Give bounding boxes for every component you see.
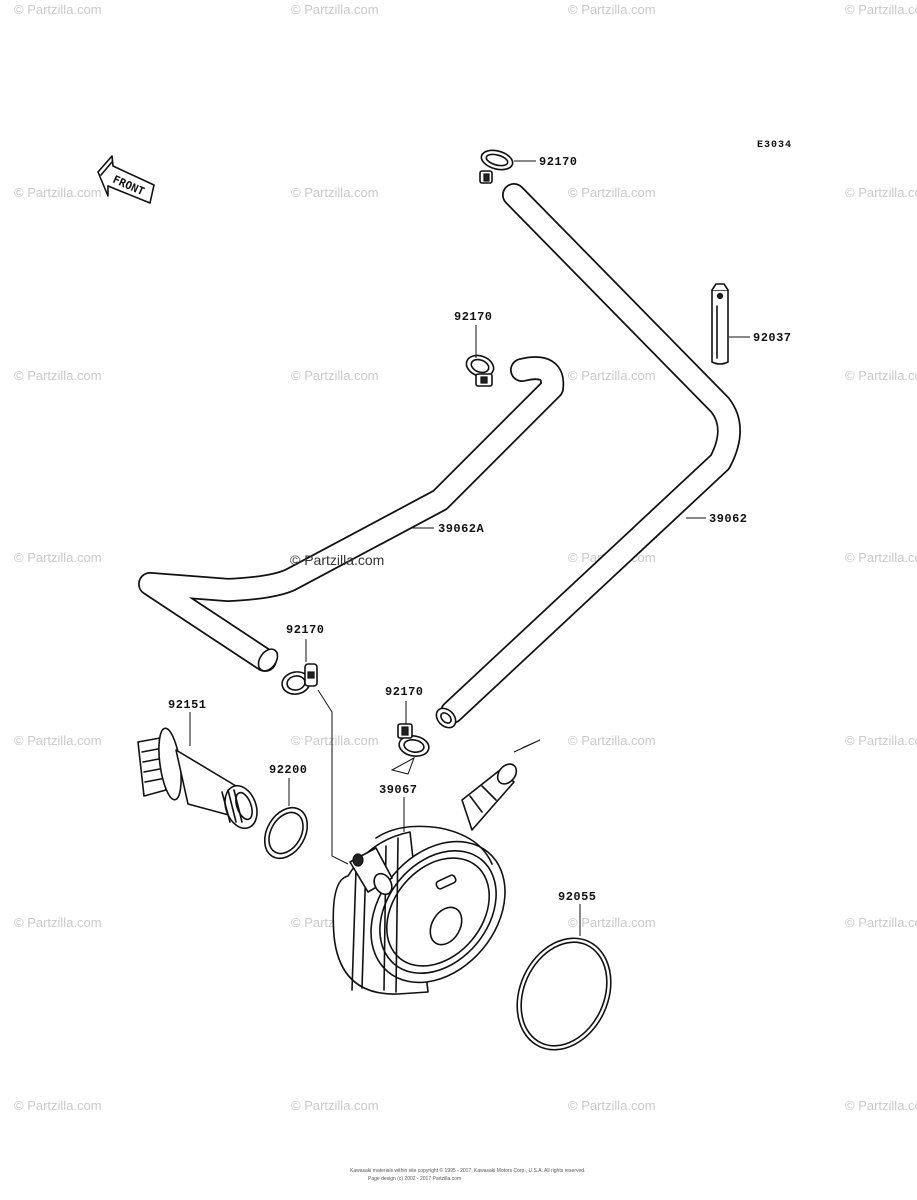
hose-39062a [138, 356, 565, 672]
watermark: © Partzilla.com [845, 2, 917, 17]
watermark: © Partzilla.com [14, 550, 102, 565]
watermark: © Partzilla.com [291, 2, 379, 17]
watermark: © Partzilla.com [845, 185, 917, 200]
watermark: © Partzilla.com [568, 1098, 656, 1113]
watermark: © Partzilla.com [568, 733, 656, 748]
watermark: © Partzilla.com [291, 185, 379, 200]
label-clamp-left[interactable]: 92170 [286, 623, 325, 637]
label-clamp-top[interactable]: 92170 [539, 155, 578, 169]
watermark: © Partzilla.com [568, 915, 656, 930]
watermark-grid: © Partzilla.com © Partzilla.com © Partzi… [14, 2, 917, 1113]
label-clamp-upper-mid[interactable]: 92170 [454, 310, 493, 324]
watermark: © Partzilla.com [14, 2, 102, 17]
hose-clamp-top [479, 149, 514, 184]
hose-39062 [435, 183, 741, 729]
o-ring-92055 [516, 937, 612, 1051]
watermark: © Partzilla.com [568, 2, 656, 17]
label-oil-cooler-39067[interactable]: 39067 [379, 783, 418, 797]
watermark: © Partzilla.com [568, 185, 656, 200]
diagram-code: E3034 [757, 140, 792, 151]
label-bolt-92151[interactable]: 92151 [168, 698, 207, 712]
label-o-ring-92200[interactable]: 92200 [269, 763, 308, 777]
bolt-92151 [137, 727, 258, 830]
leader-lines [189, 160, 750, 936]
part-labels: 92170 92170 92037 39062 39062A 92170 921… [168, 155, 792, 904]
watermark: © Partzilla.com [14, 733, 102, 748]
watermark: © Partzilla.com [845, 368, 917, 383]
watermark: © Partzilla.com [14, 1098, 102, 1113]
watermark: © Partzilla.com [14, 185, 102, 200]
hose-clamp-upper-mid [465, 354, 495, 387]
label-hose-39062[interactable]: 39062 [709, 512, 748, 526]
watermark: © Partzilla.com [14, 368, 102, 383]
footer-design: Page design (c) 2002 - 2017 Partzilla.co… [368, 1176, 461, 1182]
watermark: © Partzilla.com [291, 733, 379, 748]
label-o-ring-92055[interactable]: 92055 [558, 890, 597, 904]
watermark: © Partzilla.com [291, 368, 379, 383]
oil-cooler-39067 [332, 763, 518, 995]
watermark: © Partzilla.com [14, 915, 102, 930]
front-direction-arrow: FRONT [97, 155, 155, 204]
hose-clamp-center [397, 723, 430, 757]
band-92037 [711, 283, 729, 365]
o-ring-92200 [263, 806, 309, 860]
watermark: © Partzilla.com [291, 1098, 379, 1113]
watermark: © Partzilla.com [568, 368, 656, 383]
watermark: © Partzilla.com [845, 550, 917, 565]
hose-clamp-left [281, 663, 318, 695]
watermark: © Partzilla.com [845, 915, 917, 930]
footer-copyright: Kawasaki materials within site copyright… [350, 1167, 585, 1174]
label-hose-39062a[interactable]: 39062A [438, 522, 485, 536]
label-band-92037[interactable]: 92037 [753, 331, 792, 345]
watermark: © Partzilla.com [845, 1098, 917, 1113]
label-clamp-center[interactable]: 92170 [385, 685, 424, 699]
watermark: © Partzilla.com [845, 733, 917, 748]
center-watermark: © Partzilla.com [290, 552, 384, 568]
